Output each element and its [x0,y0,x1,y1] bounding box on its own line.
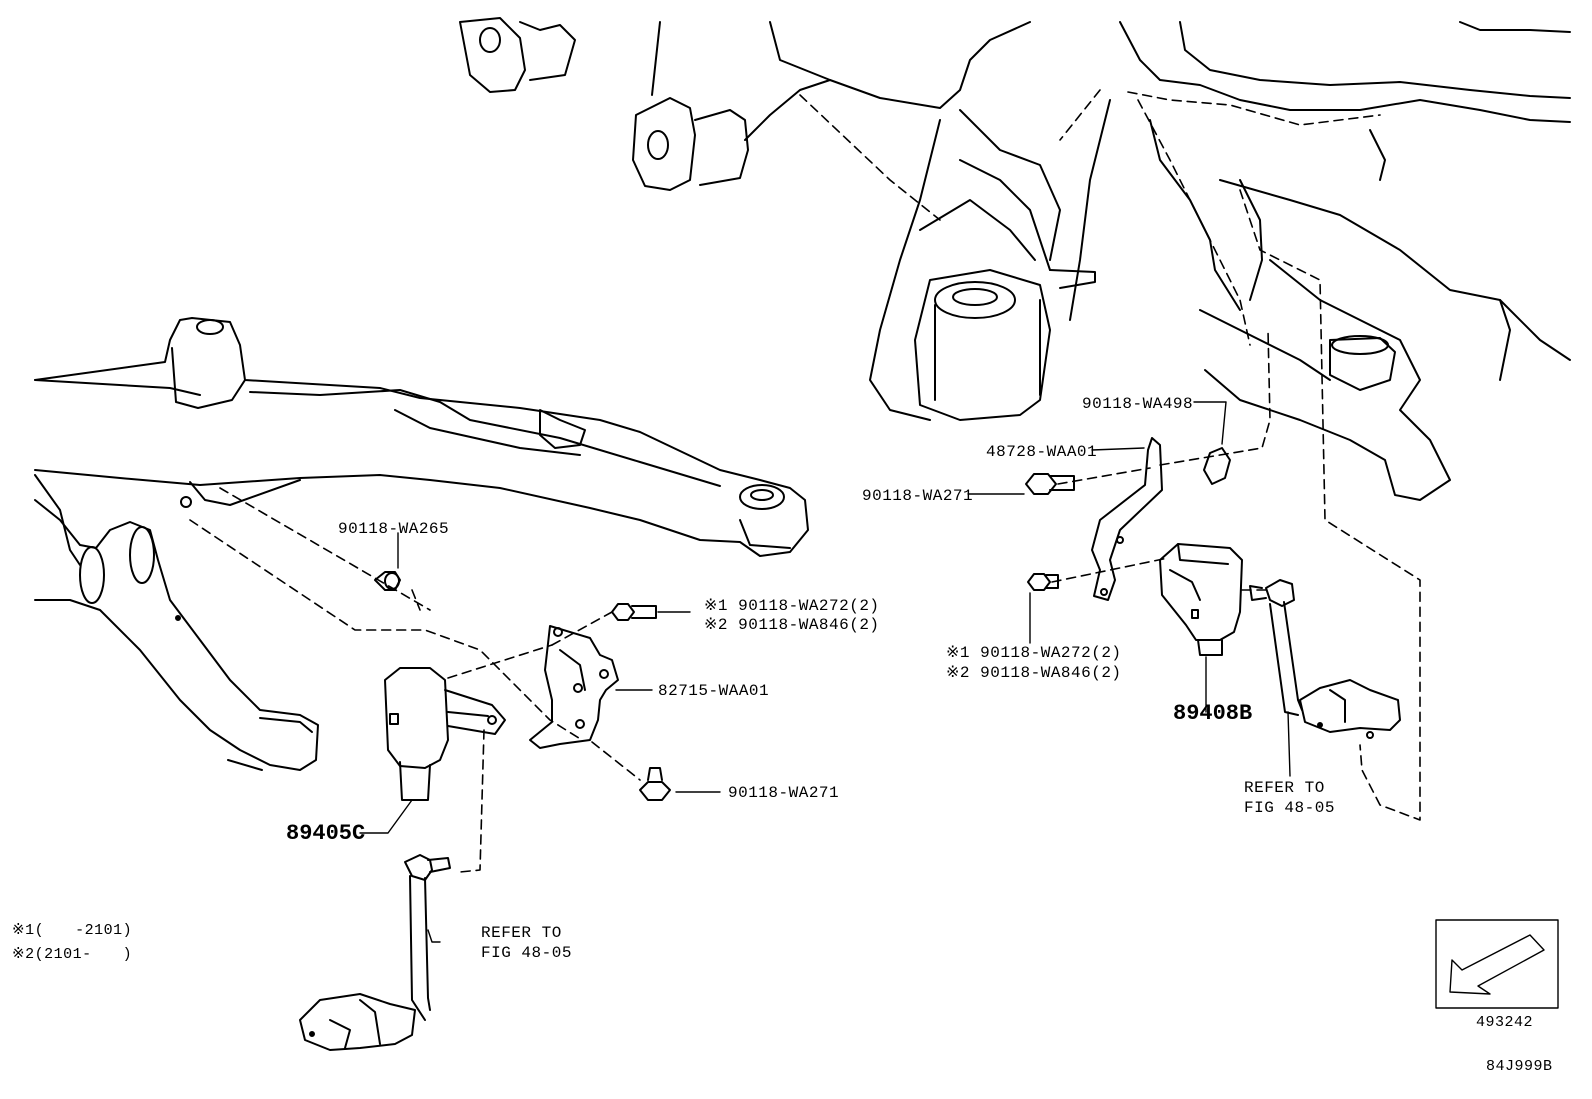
refer-right-line2: FIG 48-05 [1244,799,1335,817]
left-link-rod [299,854,451,1051]
left-bolts [374,571,671,801]
refer-left-line1: REFER TO [481,924,562,942]
left-height-sensor [384,667,506,801]
part-label-90118-wa265: 90118-WA265 [338,520,450,538]
applicability-note-2: ※2(2101- ) [12,946,133,963]
left-suspension-member [34,317,809,566]
refer-right-line1: REFER TO [1244,779,1325,797]
part-label-90118-wa846-left: ※2 90118-WA846(2) [704,616,880,634]
part-label-48728-waa01: 48728-WAA01 [986,443,1098,461]
figure-code: 84J999B [1486,1058,1553,1075]
part-label-90118-wa271-left: 90118-WA271 [728,784,840,802]
illustration-number: 493242 [1476,1014,1534,1031]
part-label-89405c: 89405C [286,821,366,846]
right-link-rod [1249,579,1401,739]
rear-arm-bushing [769,21,1096,421]
part-label-90118-wa846-right: ※2 90118-WA846(2) [946,664,1122,682]
applicability-note-1: ※1( -2101) [12,922,133,939]
refer-left-line2: FIG 48-05 [481,944,572,962]
right-height-sensor [1159,543,1243,656]
assembly-guide-lines [189,89,1421,873]
part-label-82715-waa01: 82715-WAA01 [658,682,770,700]
leader-lines [359,401,1291,943]
front-direction-arrow-icon [1435,919,1559,1009]
part-label-90118-wa272-left: ※1 90118-WA272(2) [704,597,880,615]
left-lower-arm [34,499,319,771]
upper-left-bushings [459,17,831,191]
part-label-90118-wa498: 90118-WA498 [1082,395,1194,413]
right-bolts [1025,447,1231,591]
upper-right-housing [1069,21,1571,501]
left-sensor-bracket [529,625,619,749]
part-label-90118-wa272-right: ※1 90118-WA272(2) [946,644,1122,662]
right-sensor-bracket [1091,437,1163,601]
part-label-90118-wa271-right: 90118-WA271 [862,487,974,505]
part-label-89408b: 89408B [1173,701,1253,726]
